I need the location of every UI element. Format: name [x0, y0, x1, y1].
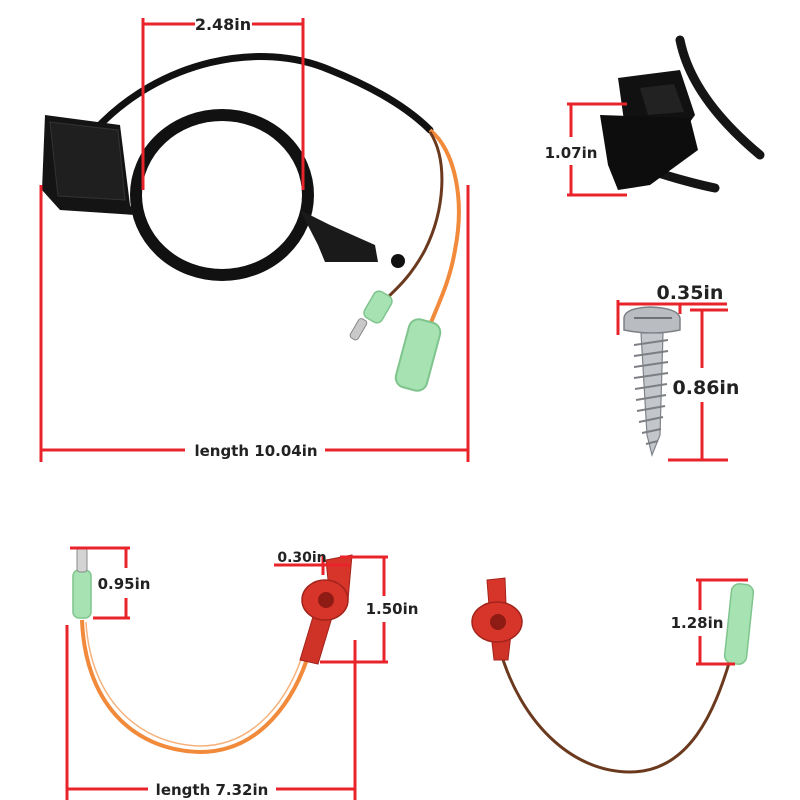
clip-body-bottom: [600, 115, 698, 190]
dim-orange-cap-height: 1.50in: [320, 555, 419, 664]
orange-metal-pin: [76, 547, 88, 573]
label-brown-sleeve-length: 1.28in: [671, 614, 724, 632]
dim-screw-length: 0.86in: [668, 308, 740, 462]
clip-closeup: [600, 35, 765, 193]
dim-brown-sleeve-length: 1.28in: [671, 578, 748, 666]
label-screw-head: 0.35in: [657, 282, 724, 304]
brown-green-sleeve: [723, 583, 755, 665]
screw-head: [623, 306, 681, 334]
coil-ring-bracket: [130, 109, 314, 281]
dim-clip-height: 1.07in: [545, 102, 627, 197]
label-screw-length: 0.86in: [673, 377, 740, 399]
coil-green-sleeve-long: [394, 318, 442, 392]
coil-green-sleeve-small: [363, 290, 393, 324]
coil-metal-pin: [349, 318, 368, 341]
coil-bracket-arm: [300, 210, 378, 262]
dim-screw-head: 0.35in: [616, 282, 727, 335]
orange-wire: [80, 619, 312, 755]
label-orange-wire-length: length 7.32in: [156, 781, 269, 799]
dim-coil-ring-width: 2.48in: [141, 15, 305, 190]
orange-wire-highlight: [85, 621, 305, 747]
screw: [623, 306, 681, 457]
dim-orange-cap-width: 0.30in: [274, 550, 350, 575]
label-clip-height: 1.07in: [545, 144, 598, 162]
coil-brown-wire: [383, 131, 444, 302]
coil-bracket-knob: [391, 254, 405, 268]
label-orange-cap-width: 0.30in: [277, 550, 326, 566]
coil-housing-face: [49, 121, 126, 201]
label-orange-cap-height: 1.50in: [366, 600, 419, 618]
orange-green-sleeve: [72, 569, 92, 619]
coil-assembly: [42, 53, 461, 392]
brown-wire-assembly: [471, 577, 755, 774]
label-orange-pin-length: 0.95in: [98, 575, 151, 593]
brown-wire: [498, 649, 732, 774]
orange-red-cap-hole: [318, 592, 334, 608]
dim-orange-pin-length: 0.95in: [70, 546, 151, 620]
clip-cable-upper: [675, 35, 765, 160]
screw-threads: [633, 339, 669, 445]
orange-wire-assembly: [72, 547, 353, 755]
dim-orange-wire-length: length 7.32in: [65, 625, 357, 800]
label-coil-ring-width: 2.48in: [195, 15, 251, 34]
coil-orange-wire: [428, 128, 461, 326]
dim-coil-total-length: length 10.04in: [39, 185, 470, 462]
clip-body-highlight: [640, 84, 684, 115]
brown-red-cap-hole: [490, 614, 506, 630]
label-coil-total-length: length 10.04in: [194, 442, 317, 460]
